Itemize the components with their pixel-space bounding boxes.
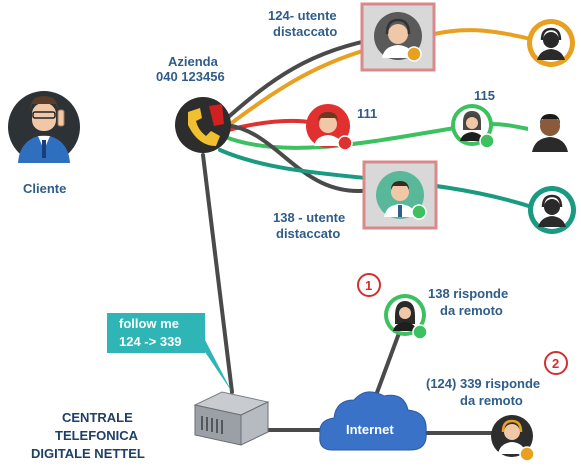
remote-2-status-phone-icon: [519, 446, 535, 462]
follow-me-pointer: [205, 340, 232, 392]
ext-111-label: 111: [357, 106, 377, 121]
phone-handset-icon: [57, 109, 65, 127]
company-handset-red: [209, 104, 224, 126]
agent-3-face: [544, 199, 560, 215]
client-tie: [42, 140, 46, 158]
remote-2-face: [504, 424, 520, 440]
extension-124: 124- utente distaccato: [268, 2, 436, 72]
line-124-to-agent1: [428, 28, 537, 42]
remote-1-line2: da remoto: [440, 303, 503, 318]
headset-icon: [501, 419, 523, 433]
pbx-line2: TELEFONICA: [55, 428, 139, 443]
ext-111-status-phone-icon: [337, 135, 353, 151]
remote-1-line1: 138 risponde: [428, 286, 508, 301]
pbx-ports: [201, 416, 223, 434]
agent-2-hair: [540, 114, 560, 124]
headset-icon: [540, 27, 562, 41]
line-company-to-124-dark: [223, 36, 384, 122]
remote-2: 2 (124) 339 risponde da remoto: [426, 351, 568, 462]
company-name: Azienda: [168, 54, 219, 69]
remote-2-line2: da remoto: [460, 393, 523, 408]
agent-2-face: [540, 116, 560, 136]
headset-icon: [541, 194, 563, 208]
remote-1: 1 138 risponde da remoto: [357, 273, 508, 340]
remote-2-body: [498, 442, 526, 454]
pbx-node: CENTRALE TELEFONICA DIGITALE NETTEL: [31, 391, 270, 461]
client-hair: [30, 96, 58, 110]
company-number: 040 123456: [156, 69, 225, 84]
line-company-to-pbx: [201, 153, 234, 394]
cloud-icon: [319, 391, 427, 451]
extension-138: 138 - utente distaccato: [273, 160, 438, 241]
ext-138-tie: [398, 205, 402, 217]
ext-124-body: [382, 45, 414, 58]
ext-115-label: 115: [474, 88, 495, 103]
line-internet-to-remote1: [373, 323, 404, 400]
agent-2: [528, 108, 572, 152]
line-company-to-138-dark: [223, 123, 374, 193]
client-node: Cliente: [8, 91, 80, 196]
agent-1-body: [537, 49, 565, 60]
agent-1-face: [543, 32, 559, 48]
client-label: Cliente: [23, 181, 66, 196]
pbx-side: [240, 401, 269, 446]
ext-111-face: [319, 115, 337, 133]
ext-115-status-phone-icon: [479, 133, 495, 149]
pbx-line3: DIGITALE NETTEL: [31, 446, 145, 461]
ext-111-body: [314, 135, 342, 146]
extension-111: 111: [306, 104, 377, 151]
company-node: Azienda 040 123456: [156, 54, 231, 153]
extension-115: 115: [451, 88, 495, 149]
ext-138-label-line1: 138 - utente: [273, 210, 345, 225]
agent-3-body: [538, 216, 566, 227]
follow-me-line1: follow me: [119, 316, 179, 331]
remote-1-status-phone-icon: [412, 324, 428, 340]
follow-me-line2: 124 -> 339: [119, 334, 182, 349]
agent-1: [527, 19, 575, 67]
follow-me-box: [107, 313, 205, 353]
headset-icon: [385, 18, 411, 35]
agent-2-body: [532, 137, 568, 152]
ext-138-label-line2: distaccato: [276, 226, 340, 241]
ext-138-status-phone-icon: [411, 204, 427, 220]
remote-2-badge: [544, 351, 568, 375]
company-phone-bg: [175, 97, 231, 153]
client-glasses: [32, 111, 56, 119]
ext-124-status-phone-icon: [406, 46, 422, 62]
remote-2-line1: (124) 339 risponde: [426, 376, 540, 391]
ext-111-hair: [318, 112, 338, 122]
ext-124-face: [388, 24, 408, 44]
remote-1-body: [393, 322, 417, 331]
ext-124-label-line1: 124- utente: [268, 8, 337, 23]
ext-138-face: [391, 183, 409, 201]
agent-3: [528, 186, 576, 234]
follow-me-callout: follow me 124 -> 339: [107, 313, 232, 392]
pbx-line1: CENTRALE: [62, 410, 133, 425]
ext-138-hair: [391, 181, 409, 190]
client-head: [32, 103, 56, 131]
ext-115-body: [460, 132, 484, 141]
company-phone-icon: [188, 108, 220, 146]
ext-115-face-front: [466, 117, 478, 129]
remote-2-badge-number: 2: [552, 356, 559, 371]
remote-1-badge: [357, 273, 381, 297]
ext-124-label-line2: distaccato: [273, 24, 337, 39]
internet-label: Internet: [346, 422, 394, 437]
internet-cloud: Internet: [319, 391, 427, 451]
remote-1-badge-number: 1: [365, 278, 372, 293]
remote-1-face: [399, 307, 411, 319]
